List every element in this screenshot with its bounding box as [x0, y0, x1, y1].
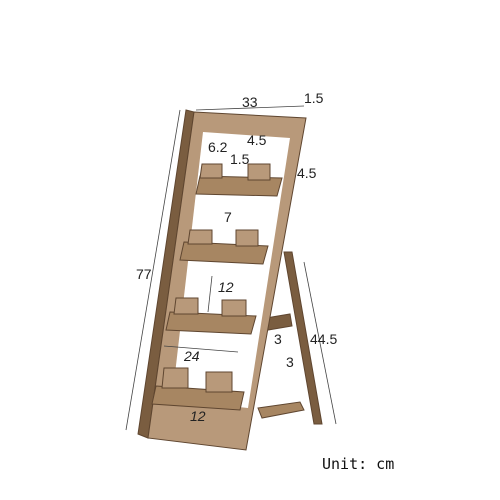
label-shelf-height: 4.5 [297, 165, 317, 181]
label-thickness-top: 1.5 [304, 90, 324, 106]
frame-inner-opening [172, 132, 290, 408]
shelf-1 [195, 163, 283, 197]
rear-leg-outer [283, 251, 323, 425]
label-leg-joint-b: 3 [286, 354, 294, 370]
dim-line-height [125, 109, 181, 431]
label-bottom-depth: 12 [190, 408, 206, 424]
label-notch-width: 7 [224, 209, 232, 225]
shelf-1-left-tab [199, 163, 223, 179]
shelf-2-right-tab [235, 229, 259, 247]
shelf-3 [165, 297, 257, 335]
shelf-2 [179, 229, 269, 265]
label-width-top: 33 [242, 94, 258, 110]
label-bottom-width: 24 [183, 348, 200, 364]
label-slot-width: 6.2 [208, 139, 228, 155]
label-height: 77 [136, 266, 152, 282]
dim-line-bottom-width [163, 345, 239, 353]
shelf-4-right-tab [205, 371, 233, 393]
shelf-4 [151, 367, 245, 411]
unit-label: Unit: cm [322, 455, 395, 473]
shelf-1-right-tab [247, 163, 271, 181]
label-frame-top: 4.5 [247, 132, 267, 148]
dimension-labels: 33 1.5 4.5 6.2 1.5 4.5 7 77 12 44.5 3 3 … [136, 90, 337, 424]
shelf-3-left-tab [173, 297, 199, 315]
shelf-2-left-tab [187, 229, 213, 245]
dim-line-leg [303, 261, 337, 425]
label-shelf-spacing: 12 [218, 279, 234, 295]
label-leg-joint-a: 3 [274, 331, 282, 347]
ladder-frame [137, 109, 307, 451]
dim-line-shelf-12 [207, 275, 213, 313]
label-leg-height: 44.5 [310, 331, 337, 347]
rear-leg-inner-brace [257, 401, 305, 419]
shelves [151, 163, 283, 411]
shelf-3-right-tab [221, 299, 247, 317]
rear-leg [257, 251, 323, 425]
dimension-lines [125, 105, 337, 431]
dim-line-top-width [195, 105, 305, 111]
shelf-4-left-tab [161, 367, 189, 389]
label-slot-gap: 1.5 [230, 151, 250, 167]
